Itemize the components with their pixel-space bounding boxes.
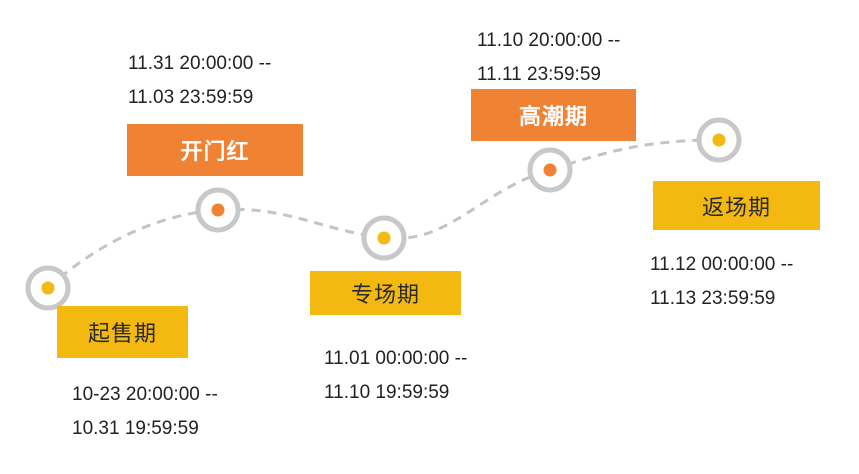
phase-start-time: 11.01 00:00:00 -- — [324, 348, 468, 369]
phase-end-time: 10.31 19:59:59 — [72, 418, 199, 439]
phase-end-time: 11.13 23:59:59 — [650, 288, 776, 309]
phase-start-time: 11.31 20:00:00 -- — [128, 53, 272, 74]
phase-start-time: 11.12 00:00:00 -- — [650, 254, 794, 275]
phase-dates-opening: 11.31 20:00:00 -- 11.03 23:59:59 — [128, 47, 271, 115]
phase-label-climax: 高潮期 — [471, 89, 636, 141]
phase-label-encore: 返场期 — [653, 181, 820, 230]
phase-end-time: 11.03 23:59:59 — [128, 87, 254, 108]
milestone-node-3 — [361, 215, 407, 261]
phase-start-time: 11.10 20:00:00 -- — [477, 30, 621, 51]
phase-dates-presale: 10-23 20:00:00 -- 10.31 19:59:59 — [72, 378, 218, 446]
phase-label-special: 专场期 — [310, 271, 461, 315]
phase-label-presale: 起售期 — [57, 306, 188, 358]
phase-label-opening: 开门红 — [127, 124, 303, 176]
milestone-node-2 — [195, 187, 241, 233]
phase-end-time: 11.11 23:59:59 — [477, 64, 601, 85]
phase-dates-special: 11.01 00:00:00 -- 11.10 19:59:59 — [324, 342, 467, 410]
phase-start-time: 10-23 20:00:00 -- — [72, 384, 218, 405]
phase-dates-climax: 11.10 20:00:00 -- 11.11 23:59:59 — [477, 24, 620, 92]
milestone-node-4 — [527, 147, 573, 193]
phase-dates-encore: 11.12 00:00:00 -- 11.13 23:59:59 — [650, 248, 793, 316]
phase-end-time: 11.10 19:59:59 — [324, 382, 450, 403]
milestone-node-5 — [696, 117, 742, 163]
milestone-node-1 — [25, 265, 71, 311]
